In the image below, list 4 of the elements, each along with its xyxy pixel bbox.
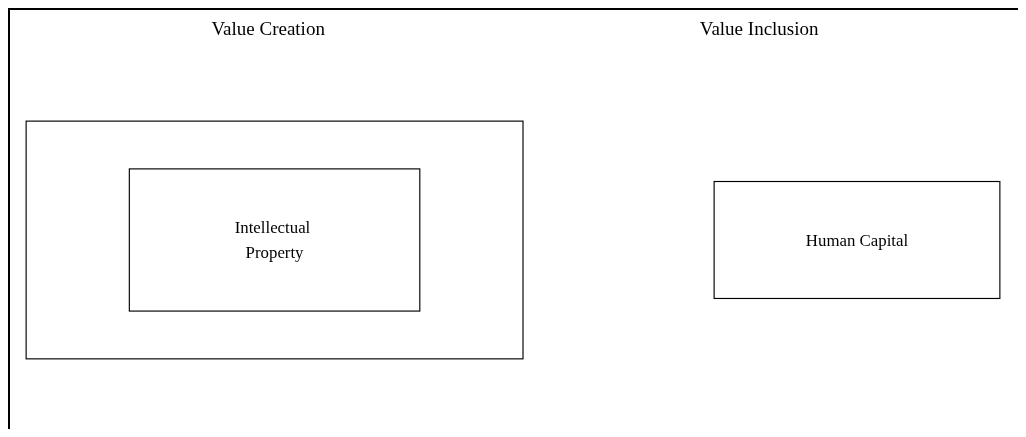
section-heading: Value Creation [211, 18, 325, 40]
concept-box: Human Capital [713, 180, 1001, 299]
concept-box: Intellectual Property [128, 167, 421, 312]
section-heading: Value Inclusion [699, 18, 819, 40]
